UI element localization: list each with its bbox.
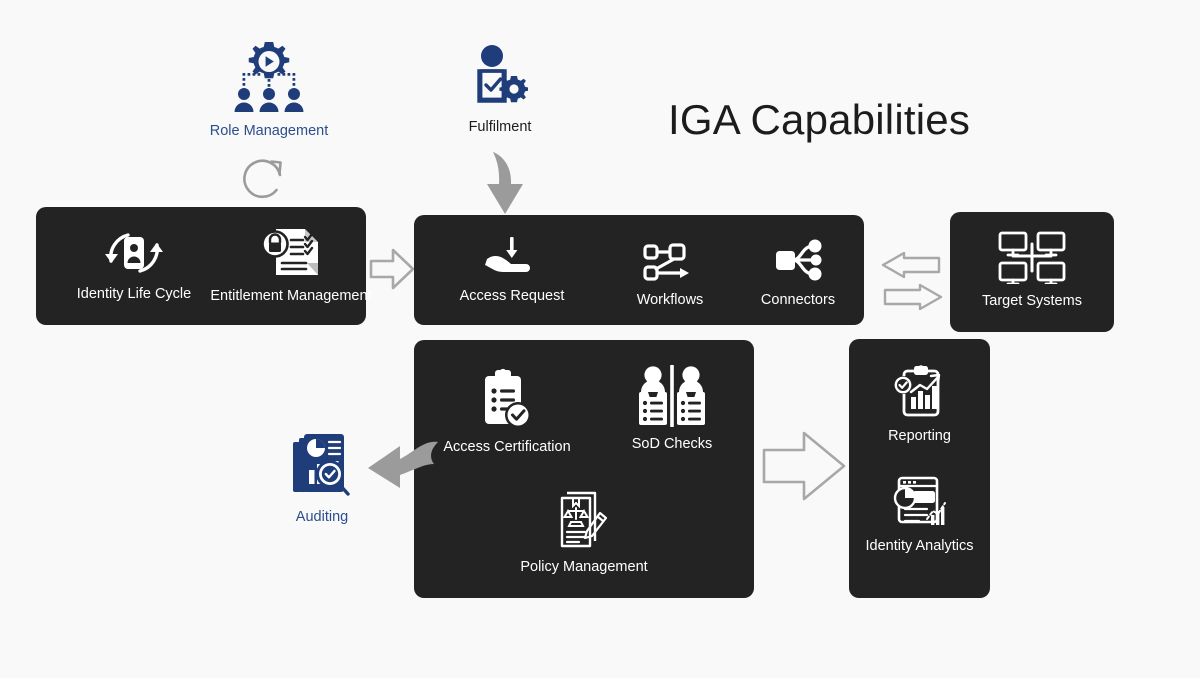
capability-access-certification[interactable]: Access Certification: [424, 368, 590, 455]
connectors-icon: [770, 237, 826, 283]
access-certification-icon: [481, 368, 533, 430]
capability-role-management[interactable]: Role Management: [194, 40, 344, 139]
fulfilment-icon: [472, 44, 529, 110]
capability-connectors[interactable]: Connectors: [738, 237, 858, 308]
sod-checks-icon: [637, 365, 707, 427]
capability-fulfilment[interactable]: Fulfilment: [440, 44, 560, 135]
access-request-panel: Access Request Workflows: [414, 215, 864, 325]
auditing-icon: [291, 432, 353, 500]
reporting-icon: [893, 365, 946, 419]
identity-lifecycle-panel: Identity Life Cycle: [36, 207, 372, 325]
capability-auditing[interactable]: Auditing: [272, 432, 372, 525]
governance-panel: Access Certification: [414, 340, 754, 598]
capability-policy-management[interactable]: Policy Management: [494, 488, 674, 575]
capability-target-systems[interactable]: Target Systems: [950, 230, 1114, 309]
lifecycle-to-access-arrow: [366, 243, 418, 295]
access-to-target-arrow: [880, 251, 944, 314]
capability-identity-life-cycle[interactable]: Identity Life Cycle: [56, 229, 212, 302]
capability-label: Policy Management: [520, 559, 648, 575]
capability-identity-analytics[interactable]: Identity Analytics: [849, 475, 990, 554]
capability-label: Reporting: [888, 428, 951, 444]
capability-label: Auditing: [295, 509, 349, 525]
capability-label: Identity Life Cycle: [76, 286, 192, 302]
capability-label: Workflows: [636, 292, 704, 308]
page-title: IGA Capabilities: [668, 96, 971, 143]
capability-label: Connectors: [760, 292, 836, 308]
target-systems-icon: [997, 230, 1067, 286]
access-request-icon: [481, 235, 543, 279]
capability-label: Access Request: [459, 288, 565, 304]
policy-management-icon: [557, 488, 611, 550]
identity-analytics-icon: [891, 475, 949, 529]
capability-entitlement-management[interactable]: Entitlement Management: [196, 225, 386, 304]
capability-label: Identity Analytics: [865, 538, 974, 554]
capability-label: Access Certification: [443, 439, 571, 455]
capability-reporting[interactable]: Reporting: [849, 365, 990, 444]
capability-access-request[interactable]: Access Request: [442, 235, 582, 304]
entitlement-management-icon: [260, 225, 322, 279]
fulfilment-down-arrow: [476, 146, 536, 218]
refresh-loop-arrow: [238, 155, 290, 205]
identity-life-cycle-icon: [98, 229, 170, 277]
analytics-panel: Reporting: [849, 339, 990, 598]
workflows-icon: [642, 243, 698, 283]
capability-label: Role Management: [209, 123, 329, 139]
capability-sod-checks[interactable]: SoD Checks: [600, 365, 744, 452]
governance-to-analytics-arrow: [758, 427, 850, 505]
capability-label: Entitlement Management: [210, 288, 372, 304]
capability-label: Target Systems: [982, 293, 1082, 309]
capability-workflows[interactable]: Workflows: [610, 243, 730, 308]
target-systems-panel: Target Systems: [950, 212, 1114, 332]
governance-to-auditing-arrow: [352, 438, 442, 500]
capability-label: SoD Checks: [631, 436, 713, 452]
capability-label: Fulfilment: [468, 119, 532, 135]
role-management-icon: [231, 40, 307, 114]
